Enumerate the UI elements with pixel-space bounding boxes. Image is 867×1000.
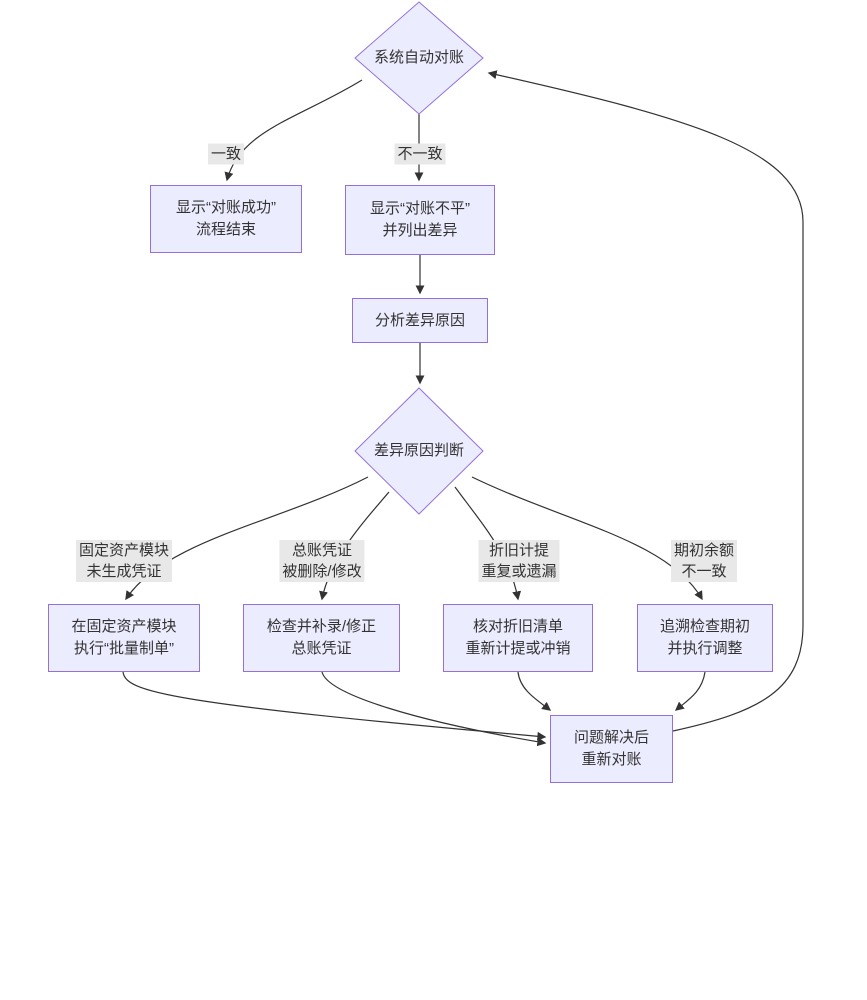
node-gl-voucher: 检查并补录/修正 总账凭证: [243, 604, 400, 672]
edge-label-match: 一致: [207, 143, 245, 165]
node-unbalanced: 显示“对账不平” 并列出差异: [345, 185, 495, 255]
edge-label-cause-dep: 折旧计提 重复或遗漏: [478, 540, 560, 582]
node-fa-module: 在固定资产模块 执行“批量制单”: [48, 604, 200, 672]
edge-reconcile-success: [224, 79, 363, 182]
decision-diamond-reconcile: [354, 1, 484, 115]
edge-opening-balance-redo: [674, 671, 706, 711]
edge-label-mismatch: 不一致: [394, 143, 446, 165]
node-analyze: 分析差异原因: [352, 298, 488, 343]
edge-label-cause-fa: 固定资产模块 未生成凭证: [75, 540, 173, 582]
node-opening-balance: 追溯检查期初 并执行调整: [637, 604, 773, 672]
edge-label-cause-open: 期初余额 不一致: [670, 540, 738, 582]
decision-diamond-judge: [354, 387, 484, 515]
edge-redo-reconcile: [487, 70, 804, 732]
node-judge-label: 差异原因判断: [373, 442, 464, 459]
node-success: 显示“对账成功” 流程结束: [150, 185, 302, 253]
edge-fa-module-redo: [122, 671, 547, 741]
node-reconcile-label: 系统自动对账: [373, 49, 464, 66]
edge-depreciation-redo: [517, 671, 552, 711]
node-redo: 问题解决后 重新对账: [550, 715, 673, 783]
edge-gl-voucher-redo: [321, 671, 547, 747]
node-depreciation: 核对折旧清单 重新计提或冲销: [443, 604, 593, 672]
edge-label-cause-gl: 总账凭证 被删除/修改: [279, 540, 365, 582]
